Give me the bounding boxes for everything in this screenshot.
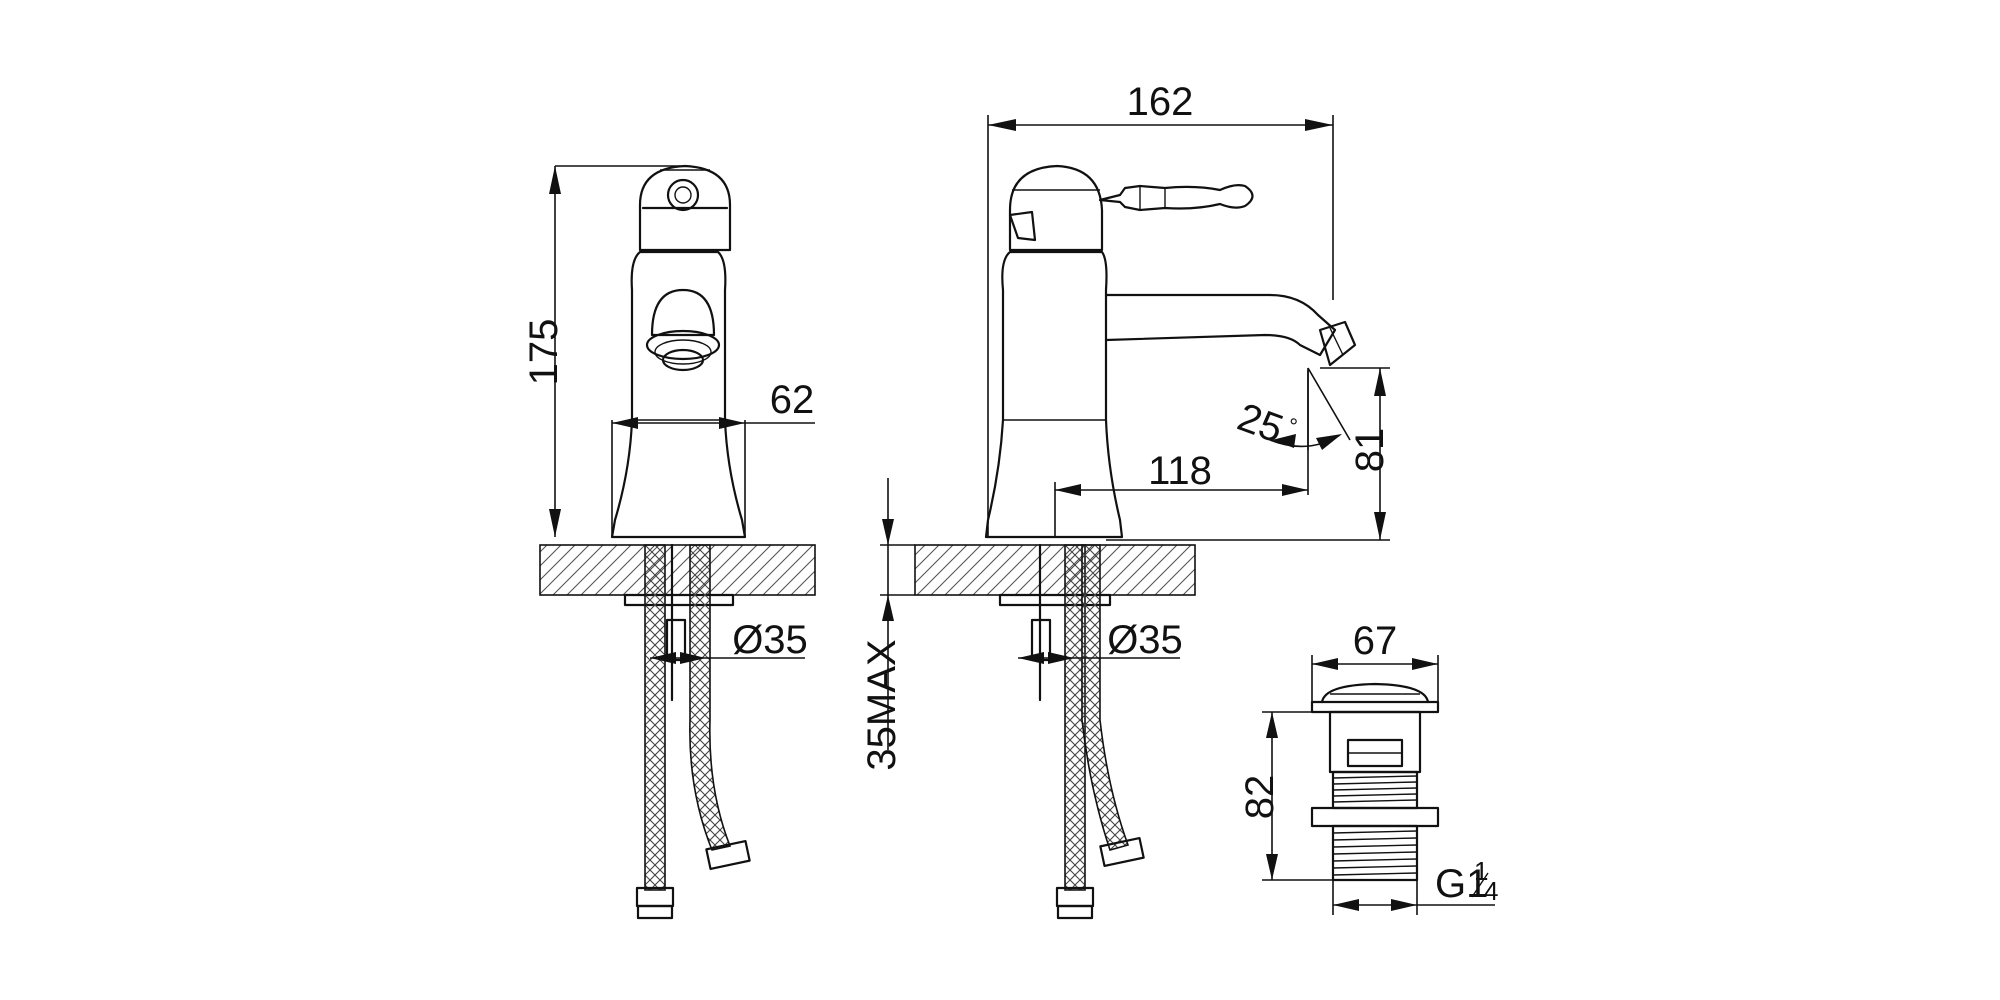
dim-82-label: 82: [1238, 775, 1282, 820]
angle-label: 25°: [1232, 395, 1301, 456]
dim-81-arrow-top: [1374, 368, 1386, 396]
front-knob: [666, 178, 700, 212]
front-knob-inner: [674, 186, 692, 204]
dim-81-label: 81: [1348, 428, 1392, 473]
waste-thread-lines-upper: [1332, 775, 1418, 803]
dim-d35-right-arrow-a: [1018, 652, 1044, 664]
angle-arrow-left: [1272, 434, 1296, 448]
front-hose-right: [689, 544, 732, 851]
side-hose-nut-left-b: [1056, 904, 1094, 920]
dim-82-arrow-top: [1266, 712, 1278, 738]
side-aerator: [1318, 320, 1357, 367]
dim-g-fraction-den: 4: [1484, 876, 1498, 906]
front-hose-left: [644, 544, 666, 891]
dim-d35-left-arrow-a: [650, 652, 676, 664]
front-view: 175 62 Ø35: [522, 164, 816, 920]
side-hose-right: [1081, 544, 1130, 851]
front-cap: [638, 164, 732, 252]
waste-nut: [1310, 806, 1440, 828]
front-aerator-inner: [661, 348, 705, 372]
dim-162-arrow-right: [1305, 119, 1333, 131]
dim-82-arrow-bottom: [1266, 854, 1278, 880]
waste-view: 67 82 G1 1 4: [1238, 619, 1498, 915]
dim-162-label: 162: [1127, 80, 1194, 124]
front-nut: [623, 593, 735, 607]
angle-ref-slant: [1307, 367, 1351, 441]
dim-g-label: G1: [1435, 862, 1488, 906]
dim-g-arrow-left: [1333, 899, 1359, 911]
front-spout-arch: [650, 288, 716, 337]
dim-67-arrow-left: [1312, 658, 1338, 670]
dim-81-arrow-bottom: [1374, 512, 1386, 540]
dim-62-label: 62: [770, 378, 815, 422]
waste-cap-dome: [1320, 682, 1430, 704]
side-nut: [998, 593, 1112, 607]
dim-d35-left-arrow-b: [680, 652, 706, 664]
waste-body-upper: [1328, 710, 1422, 774]
dim-118-arrow-left: [1055, 484, 1081, 496]
side-hose-left: [1064, 544, 1086, 891]
waste-cap: [1310, 700, 1440, 714]
dim-118-arrow-right: [1282, 484, 1308, 496]
countertop-side: [914, 544, 1196, 596]
side-spout: [1104, 293, 1337, 357]
side-cap: [1008, 164, 1104, 252]
dim-62-arrow-right: [719, 417, 745, 429]
countertop-front: [539, 544, 816, 596]
angle-arrow-right: [1316, 434, 1342, 450]
dim-35max-arrow-bottom: [882, 595, 894, 621]
side-cap-lever-base: [1008, 210, 1037, 242]
waste-thread-lines-lower: [1332, 830, 1418, 876]
side-lever-handle: [1098, 184, 1254, 212]
dim-175-arrow-top: [549, 166, 561, 194]
front-hose-nut-right: [705, 839, 751, 871]
dim-g-arrow-right: [1391, 899, 1417, 911]
side-view: 35MAX 162: [860, 80, 1392, 920]
front-hose-nut-left-b: [636, 904, 674, 920]
dim-g-fraction-bar: [1471, 872, 1489, 898]
front-aerator: [645, 329, 721, 361]
dim-118-label: 118: [1148, 449, 1212, 493]
dim-175-label: 175: [522, 319, 566, 386]
dim-35max-arrow-top: [882, 519, 894, 545]
front-aerator-mid: [654, 339, 712, 365]
front-body: [610, 250, 747, 539]
dim-d35-left-label: Ø35: [732, 618, 808, 662]
dim-67-label: 67: [1353, 619, 1398, 663]
side-aerator-line: [1329, 327, 1344, 356]
dim-67-arrow-right: [1412, 658, 1438, 670]
dim-62-arrow-left: [612, 417, 638, 429]
dim-175-arrow-bottom: [549, 509, 561, 537]
side-hose-nut-right: [1099, 836, 1145, 868]
dim-d35-right-arrow-b: [1048, 652, 1074, 664]
side-body: [984, 250, 1124, 539]
dim-162-arrow-left: [988, 119, 1016, 131]
dim-35max-label: 35MAX: [860, 639, 904, 770]
dim-d35-right-label: Ø35: [1107, 618, 1183, 662]
